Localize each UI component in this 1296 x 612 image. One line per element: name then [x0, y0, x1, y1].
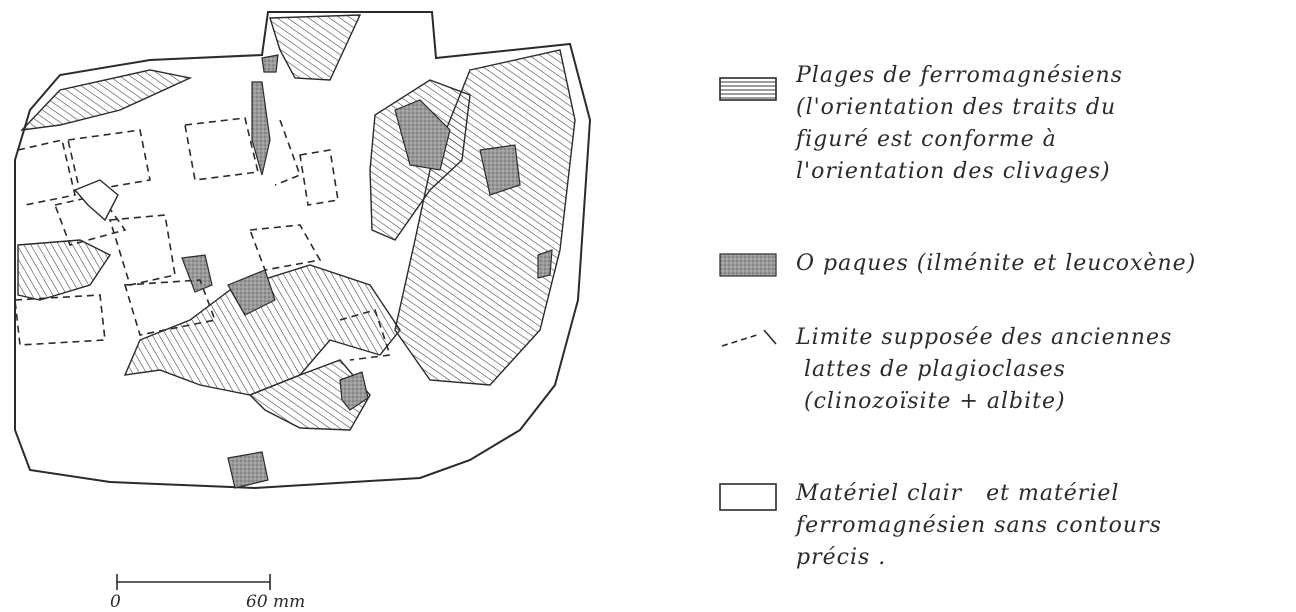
scale-label-start: 0	[110, 592, 121, 612]
legend-label-limite: Limite supposée des anciennes lattes de …	[796, 322, 1172, 418]
legend-line: (l'orientation des traits du	[796, 92, 1123, 124]
legend-swatch-materiel	[720, 484, 776, 510]
legend-line: ferromagnésien sans contours	[796, 510, 1162, 542]
legend-swatch-opaques	[720, 254, 776, 276]
legend-line: précis .	[796, 542, 1162, 574]
legend-line: figuré est conforme à	[796, 124, 1123, 156]
legend-label-ferromagnesiens: Plages de ferromagnésiens (l'orientation…	[796, 60, 1123, 188]
legend-label-materiel: Matériel clair et matériel ferromagnésie…	[796, 478, 1162, 574]
legend-line: (clinozoïsite + albite)	[796, 386, 1172, 418]
legend-line: Limite supposée des anciennes	[796, 322, 1172, 354]
legend-line: lattes de plagioclases	[796, 354, 1172, 386]
scale-bar	[117, 574, 270, 590]
legend-swatch-ferromagnesiens	[720, 78, 776, 100]
legend-line: l'orientation des clivages)	[796, 156, 1123, 188]
legend-label-opaques: O paques (ilménite et leucoxène)	[796, 248, 1196, 280]
legend-line: Matériel clair et matériel	[796, 478, 1162, 510]
legend-swatch-limite	[722, 330, 776, 346]
legend-line: Plages de ferromagnésiens	[796, 60, 1123, 92]
scale-label-end: 60 mm	[246, 592, 305, 612]
legend-line: O paques (ilménite et leucoxène)	[796, 248, 1196, 280]
